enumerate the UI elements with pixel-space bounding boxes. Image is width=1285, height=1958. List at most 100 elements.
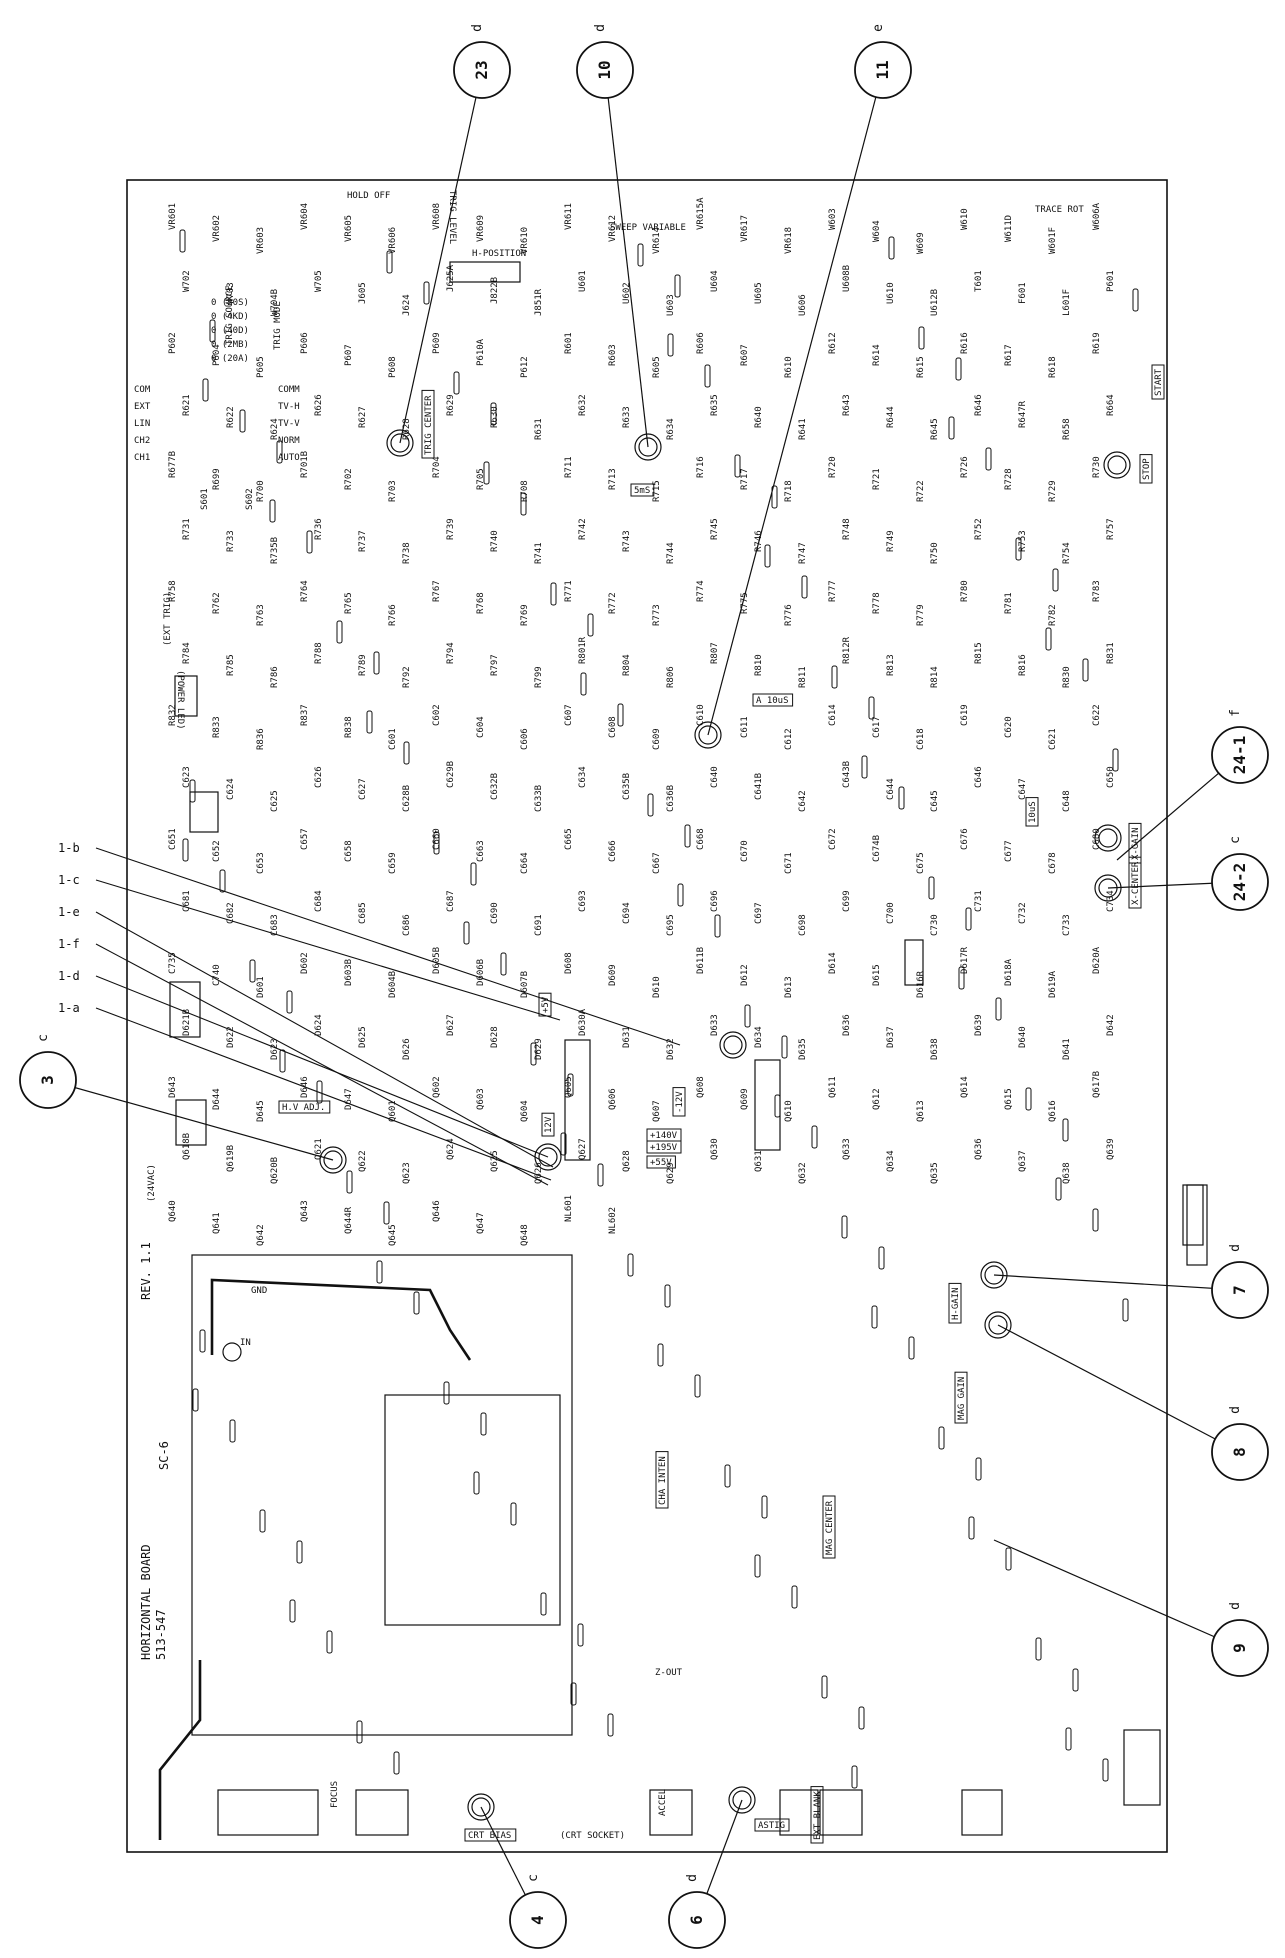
- part-label: C680: [1092, 828, 1102, 850]
- part-label: R677B: [168, 451, 178, 478]
- part-label: R749: [886, 530, 896, 552]
- panel-label-cha_inten: CHA INTEN: [658, 1456, 668, 1505]
- part-label: Q639: [1106, 1138, 1116, 1160]
- part-label: R782: [1048, 604, 1058, 626]
- part-label: P606: [300, 332, 310, 354]
- part-label: R816: [1018, 654, 1028, 676]
- side-label-1-b: 1-b: [58, 841, 681, 1046]
- part-label: R722: [916, 480, 926, 502]
- part-label: C732: [1018, 902, 1028, 924]
- part-label: C694: [622, 902, 632, 924]
- part-label: D617R: [960, 946, 970, 974]
- part-label: P609: [432, 332, 442, 354]
- part-label: R601: [564, 332, 574, 354]
- panel-label-m12v: -12V: [675, 1091, 685, 1113]
- part-label: C635B: [622, 773, 632, 800]
- part-label: D618A: [1004, 958, 1014, 986]
- part-label: D647: [344, 1088, 354, 1110]
- part-label: R607: [740, 344, 750, 366]
- part-label: R781: [1004, 592, 1014, 614]
- part-label: R779: [916, 604, 926, 626]
- part-label: C663: [476, 840, 486, 862]
- part-label: R747: [798, 542, 808, 564]
- part-label: W609: [916, 232, 926, 254]
- part-label: C606: [520, 728, 530, 750]
- part-label: R771: [564, 580, 574, 602]
- part-label: Q603: [476, 1088, 486, 1110]
- panel-label-sweep_variable: SWEEP VARIABLE: [610, 223, 686, 233]
- part-label: R658: [1062, 418, 1072, 440]
- panel-label-p12v: 12V: [544, 1116, 554, 1133]
- side-label-1-f: 1-f: [58, 937, 549, 1186]
- part-label: R626: [314, 394, 324, 416]
- part-label: Q622: [358, 1150, 368, 1172]
- part-label: C609: [652, 728, 662, 750]
- part-label: C652: [212, 840, 222, 862]
- switch-range-row: 0 (4KD): [211, 312, 249, 322]
- trig-mode-option: AUTO: [278, 453, 300, 463]
- part-label: C691: [534, 914, 544, 936]
- panel-label-accel: ACCEL: [658, 1789, 668, 1816]
- part-label: C698: [798, 914, 808, 936]
- part-label: R767: [432, 580, 442, 602]
- part-label: D610: [652, 976, 662, 998]
- part-label: D640: [1018, 1026, 1028, 1048]
- part-label: C674B: [872, 835, 882, 862]
- callout-tag: f: [1228, 709, 1243, 717]
- part-label: R788: [314, 642, 324, 664]
- callout-group: 23d10d11e24-1f24-2c3c7d8d9d4c6d1-b1-c1-e…: [19, 24, 1269, 1949]
- part-label: Q610: [784, 1100, 794, 1122]
- part-label: R792: [402, 666, 412, 688]
- part-label: R632: [578, 394, 588, 416]
- part-label: D601: [256, 976, 266, 998]
- part-label: D630A: [578, 1008, 588, 1036]
- part-label: R774: [696, 580, 706, 602]
- part-label: C619: [960, 704, 970, 726]
- part-label: D642: [1106, 1014, 1116, 1036]
- callout-tag: e: [871, 24, 886, 32]
- part-label: W601F: [1048, 227, 1058, 254]
- part-label: VR604: [300, 203, 310, 230]
- part-label: R635: [710, 394, 720, 416]
- part-label: C676: [960, 828, 970, 850]
- part-label: R721: [872, 468, 882, 490]
- part-label: D631: [622, 1026, 632, 1048]
- part-label: C625: [270, 790, 280, 812]
- part-label: R738: [402, 542, 412, 564]
- part-label: C633B: [534, 785, 544, 812]
- part-label: D623: [270, 1038, 280, 1060]
- part-label: D635: [798, 1038, 808, 1060]
- part-label: R720: [828, 456, 838, 478]
- callout-24-1: 24-1f: [1116, 709, 1269, 861]
- part-label: R716: [696, 456, 706, 478]
- part-label: VR618: [784, 227, 794, 254]
- part-label: R711: [564, 456, 574, 478]
- part-label: R784: [182, 642, 192, 664]
- callout-6: 6d: [668, 1799, 743, 1949]
- part-label: R736: [314, 518, 324, 540]
- part-label: D606B: [476, 959, 486, 986]
- part-label: R730: [1092, 456, 1102, 478]
- part-label: R814: [930, 666, 940, 688]
- part-label: R838: [344, 716, 354, 738]
- part-label: R664: [1106, 394, 1116, 416]
- part-label: R737: [358, 530, 368, 552]
- part-label: Q637: [1018, 1150, 1028, 1172]
- part-label: J851R: [534, 288, 544, 316]
- part-label: R754: [1062, 542, 1072, 564]
- panel-label-trig_mode: TRIG MODE: [273, 301, 283, 350]
- switch-range-row: 0 (20A): [211, 354, 249, 364]
- part-label: C682: [226, 902, 236, 924]
- side-label-text: 1-a: [58, 1001, 80, 1015]
- part-label: Q623: [402, 1162, 412, 1184]
- part-label: R616: [960, 332, 970, 354]
- part-label: C740: [212, 964, 222, 986]
- part-label: C646: [974, 766, 984, 788]
- panel-label-b_10us: 10uS: [1028, 801, 1038, 823]
- part-label: R700: [256, 480, 266, 502]
- part-label: Q620B: [270, 1157, 280, 1184]
- part-label: C734: [1106, 890, 1116, 912]
- s601-label: S601: [200, 488, 210, 510]
